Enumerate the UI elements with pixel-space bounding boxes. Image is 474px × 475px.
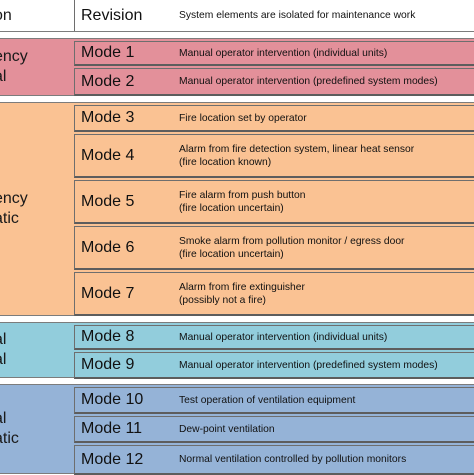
mode-description: Alarm from fire extinguisher(possibly no…: [179, 273, 472, 314]
mode-row: Mode 1 Manual operator intervention (indi…: [74, 41, 474, 66]
group-label: ency al: [0, 39, 74, 95]
mode-description-line: (fire location known): [179, 156, 272, 168]
group-label-line: al: [0, 331, 7, 348]
mode-row: Mode 6 Smoke alarm from pollution monitor…: [74, 226, 474, 270]
mode-description-line: Alarm from fire extinguisher: [179, 281, 305, 293]
group-label-line: al: [0, 68, 7, 85]
mode-description: Manual operator intervention (predefined…: [179, 353, 472, 377]
header-card: Revision System elements are isolated for…: [74, 0, 474, 31]
mode-row: Mode 5 Fire alarm from push button(fire l…: [74, 180, 474, 224]
mode-description-line: Manual operator intervention (individual…: [179, 331, 388, 343]
mode-description-line: Smoke alarm from pollution monitor / egr…: [179, 235, 405, 247]
mode-group: al al Mode 8 Manual operator intervention (…: [0, 322, 474, 379]
mode-description-line: Fire alarm from push button: [179, 189, 306, 201]
mode-name: Mode 8: [81, 328, 135, 345]
group-label-line: ency: [0, 190, 28, 207]
mode-description-line: (fire location uncertain): [179, 248, 284, 260]
mode-group: ency atic Mode 3 Fire location set by opera…: [0, 102, 474, 316]
mode-description-line: Dew-point ventilation: [179, 423, 275, 435]
mode-row: Mode 11 Dew-point ventilation: [74, 416, 474, 443]
group-label-line: al: [0, 410, 7, 427]
mode-name: Mode 6: [81, 238, 135, 256]
mode-group: ency al Mode 1 Manual operator intervention…: [0, 38, 474, 96]
header-row: on Revision System elements are isolated f…: [0, 0, 474, 32]
header-description-line: System elements are isolated for mainten…: [179, 10, 416, 21]
mode-group: al atic Mode 10 Test operation of ventilati…: [0, 384, 474, 475]
mode-row: Mode 4 Alarm from fire detection system, …: [74, 134, 474, 178]
mode-description: Alarm from fire detection system, linear…: [179, 135, 472, 176]
mode-description: Manual operator intervention (predefined…: [179, 69, 472, 94]
mode-description-line: Manual operator intervention (individual…: [179, 47, 388, 59]
mode-description-line: Manual operator intervention (predefined…: [179, 359, 438, 371]
mode-description-line: Normal ventilation controlled by polluti…: [179, 454, 407, 465]
header-mode: Revision: [81, 6, 143, 24]
mode-name: Mode 9: [81, 356, 135, 373]
mode-row: Mode 7 Alarm from fire extinguisher(possi…: [74, 272, 474, 316]
mode-description: Fire location set by operator: [179, 106, 472, 130]
mode-description-line: Manual operator intervention (predefined…: [179, 76, 438, 87]
mode-row: Mode 9 Manual operator intervention (pred…: [74, 352, 474, 379]
mode-name: Mode 3: [81, 109, 135, 126]
group-label-line: al: [0, 351, 7, 368]
header-description: System elements are isolated for mainten…: [179, 0, 472, 31]
mode-row: Mode 3 Fire location set by operator: [74, 105, 474, 132]
mode-description-line: Fire location set by operator: [179, 112, 307, 124]
group-label-line: ency: [0, 48, 28, 65]
group-label: al al: [0, 323, 74, 377]
mode-description: Smoke alarm from pollution monitor / egr…: [179, 227, 472, 268]
group-label: al atic: [0, 385, 74, 473]
mode-row: Mode 10 Test operation of ventilation equ…: [74, 387, 474, 414]
group-label: ency atic: [0, 103, 74, 315]
header-label-text: on: [0, 6, 12, 24]
mode-name: Mode 10: [81, 391, 144, 408]
mode-description: Normal ventilation controlled by polluti…: [179, 446, 472, 473]
mode-row: Mode 8 Manual operator intervention (indi…: [74, 325, 474, 350]
mode-name: Mode 2: [81, 72, 135, 90]
group-label-line: atic: [0, 210, 19, 227]
mode-name: Mode 4: [81, 146, 135, 164]
mode-description-line: Alarm from fire detection system, linear…: [179, 143, 415, 155]
mode-description: Dew-point ventilation: [179, 417, 472, 441]
mode-name: Mode 5: [81, 192, 135, 210]
mode-description: Manual operator intervention (individual…: [179, 326, 472, 348]
mode-name: Mode 12: [81, 450, 144, 468]
mode-description-line: (fire location uncertain): [179, 202, 284, 214]
mode-name: Mode 1: [81, 44, 135, 61]
mode-description-line: Test operation of ventilation equipment: [179, 394, 356, 406]
group-label-line: atic: [0, 430, 19, 447]
header-label: on: [0, 0, 74, 31]
mode-name: Mode 7: [81, 284, 135, 302]
mode-name: Mode 11: [81, 420, 143, 437]
mode-description-line: (possibly not a fire): [179, 294, 266, 306]
mode-row: Mode 12 Normal ventilation controlled by …: [74, 445, 474, 475]
mode-row: Mode 2 Manual operator intervention (pred…: [74, 68, 474, 96]
mode-description: Fire alarm from push button(fire locatio…: [179, 181, 472, 222]
mode-description: Test operation of ventilation equipment: [179, 388, 472, 412]
mode-description: Manual operator intervention (individual…: [179, 42, 472, 64]
